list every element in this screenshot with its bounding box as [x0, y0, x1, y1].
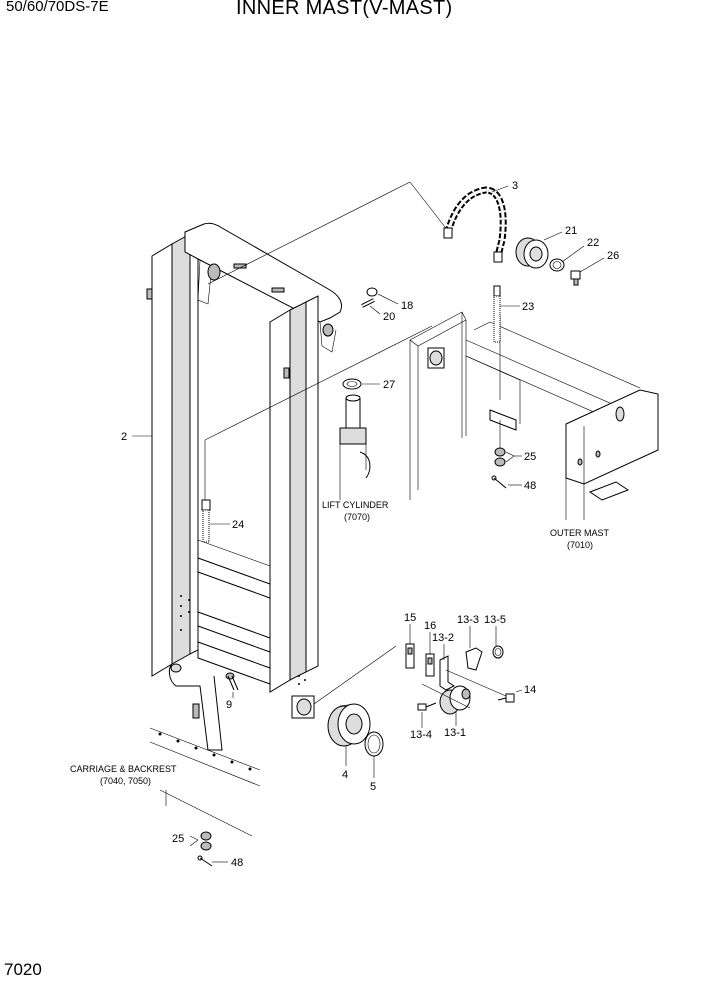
lift-cylinder-code: (7070): [344, 512, 370, 522]
pin-20: [361, 298, 375, 308]
snap-ring-5: [364, 731, 384, 757]
chain-3: [443, 186, 507, 263]
nuts-25-lower: [200, 831, 212, 851]
model-label: 50/60/70DS-7E: [6, 0, 109, 15]
callout-15: 15: [404, 612, 416, 624]
outer-mast-partial: [409, 311, 659, 520]
shim-16: [425, 653, 435, 677]
callout-20: 20: [383, 311, 395, 323]
callout-25-lower: 25: [172, 833, 184, 845]
pin-18: [366, 287, 378, 297]
cotter-pin-48-lower: [197, 855, 213, 867]
callout-48-upper: 48: [524, 480, 536, 492]
callout-13-3: 13-3: [457, 614, 479, 626]
callout-27: 27: [383, 379, 395, 391]
washer-13-5: [492, 645, 504, 659]
lift-cylinder: [339, 394, 371, 500]
snap-ring-22: [549, 258, 565, 272]
callout-25-upper: 25: [524, 451, 536, 463]
bracket-13-3: [465, 647, 483, 671]
callout-48-lower: 48: [231, 857, 243, 869]
callout-13-4: 13-4: [410, 729, 432, 741]
callout-18: 18: [401, 300, 413, 312]
callout-5: 5: [370, 781, 376, 793]
cotter-pin-48-upper: [491, 475, 507, 489]
callout-3: 3: [512, 180, 518, 192]
inner-mast-frame: [146, 181, 453, 751]
roller-bearing-4: [327, 703, 371, 747]
callout-9: 9: [226, 699, 232, 711]
seal-27: [342, 378, 362, 390]
callout-24: 24: [232, 519, 244, 531]
nuts-25-upper: [494, 447, 506, 467]
callout-21: 21: [565, 225, 577, 237]
callout-2: 2: [121, 431, 127, 443]
callout-13-1: 13-1: [444, 727, 466, 739]
page-title: INNER MAST(V-MAST): [236, 0, 453, 19]
sheave-21: [515, 237, 549, 269]
callout-22: 22: [587, 237, 599, 249]
stopper-bolt-24: [201, 499, 211, 543]
callout-4: 4: [342, 769, 348, 781]
outer-mast-label: OUTER MAST: [550, 528, 610, 538]
carriage-partial: [149, 727, 261, 837]
shim-15: [405, 643, 415, 669]
side-roller-13-1: [439, 685, 471, 715]
callout-26: 26: [607, 250, 619, 262]
callout-13-5: 13-5: [484, 614, 506, 626]
bolt-13-4: [417, 702, 437, 711]
leader-lines: [132, 185, 605, 863]
callout-16: 16: [424, 620, 436, 632]
reference-labels: LIFT CYLINDER (7070) OUTER MAST (7010) C…: [70, 500, 610, 786]
anchor-bolt-23: [493, 285, 501, 343]
callout-14: 14: [524, 684, 536, 696]
bracket-13-2: [439, 655, 455, 691]
callout-23: 23: [522, 301, 534, 313]
carriage-backrest-code: (7040, 7050): [100, 776, 151, 786]
callout-labels: 2 3 21 22 26 18 20 23 27 25 48 24 15 16 …: [121, 180, 619, 869]
outer-mast-code: (7010): [567, 540, 593, 550]
bolt-14: [497, 693, 515, 703]
carriage-backrest-label: CARRIAGE & BACKREST: [70, 764, 177, 774]
bolt-9: [225, 672, 239, 691]
lift-cylinder-label: LIFT CYLINDER: [322, 500, 389, 510]
bolt-26: [570, 270, 581, 286]
page-code: 7020: [4, 960, 42, 979]
callout-13-2: 13-2: [432, 632, 454, 644]
